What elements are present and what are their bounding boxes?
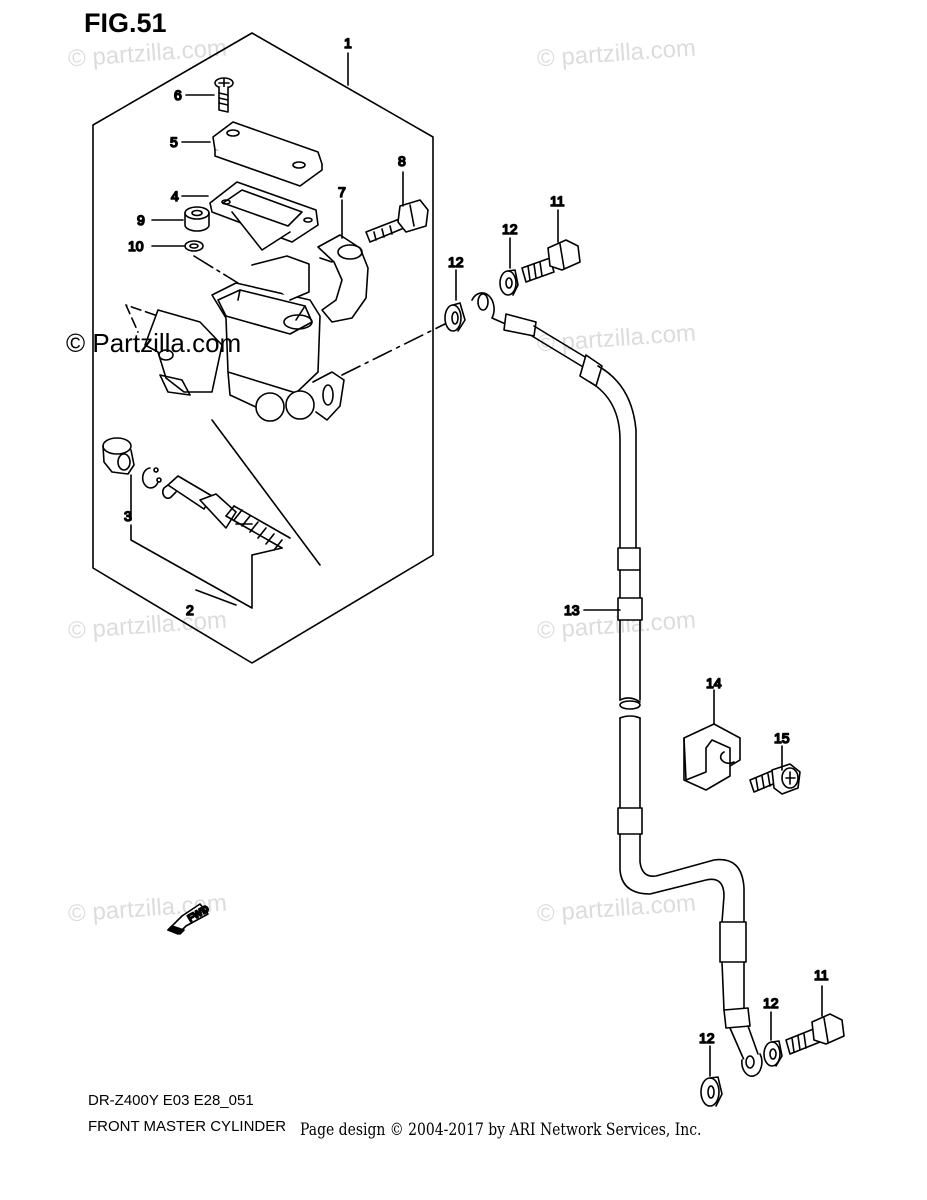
copyright-notice: Page design © 2004-2017 by ARI Network S… [300,1120,702,1140]
callout-13: 13 [564,602,580,618]
figure-name: FRONT MASTER CYLINDER [88,1118,287,1135]
callout-6: 6 [174,87,182,103]
leader-line [125,304,156,333]
washer-part-12 [444,302,466,332]
washer-part-12 [499,269,519,296]
callout-9: 9 [137,212,145,228]
washer-part-12 [700,1076,723,1107]
callout-2: 2 [186,602,194,618]
callout-15: 15 [774,730,790,746]
assembly-outline [92,32,434,664]
fwd-label: FWD [186,904,211,925]
diaphragm-part-4 [209,181,319,251]
callout-12: 12 [763,995,779,1011]
figure-title: FIG.51 [84,8,167,38]
callout-11: 11 [814,967,829,983]
leader-line [341,319,454,376]
boot-part-3 [102,437,135,475]
watermark-main: © Partzilla.com [66,328,242,358]
master-cylinder-body [144,255,345,422]
callout-12: 12 [502,221,518,237]
fwd-arrow-icon: FWD [167,903,212,935]
leader-line [211,419,321,566]
screw-part-6 [214,77,234,113]
callout-5: 5 [170,134,178,150]
callout-4: 4 [171,188,179,204]
leader-line [235,523,283,556]
bolt-part-8 [365,199,429,243]
callout-14: 14 [706,675,722,691]
screw-part-15 [749,763,801,795]
piston-part-2 [162,475,291,551]
bushing-part-9 [184,206,210,232]
washer-part-12 [763,1040,783,1067]
callout-8: 8 [398,153,406,169]
callout-12: 12 [699,1030,715,1046]
callout-11: 11 [550,193,565,209]
leader-line [193,255,239,284]
callout-12: 12 [448,254,464,270]
callout-10: 10 [128,238,144,254]
banjo-bolt-part-11 [521,239,581,283]
banjo-bolt-part-11 [785,1013,845,1055]
leader-line [195,589,237,606]
reservoir-cover-part-5 [212,121,323,187]
washer-part-10 [184,240,204,252]
circlip [141,467,162,489]
callout-3: 3 [124,508,132,524]
figure-code: DR-Z400Y E03 E28_051 [88,1092,254,1109]
callout-1: 1 [344,35,352,51]
callout-7: 7 [338,184,346,200]
hose-clamp-part-14 [683,723,741,791]
leader-line [130,524,253,609]
clamp-part-7 [317,234,369,323]
brake-hose-part-13 [471,292,763,1077]
